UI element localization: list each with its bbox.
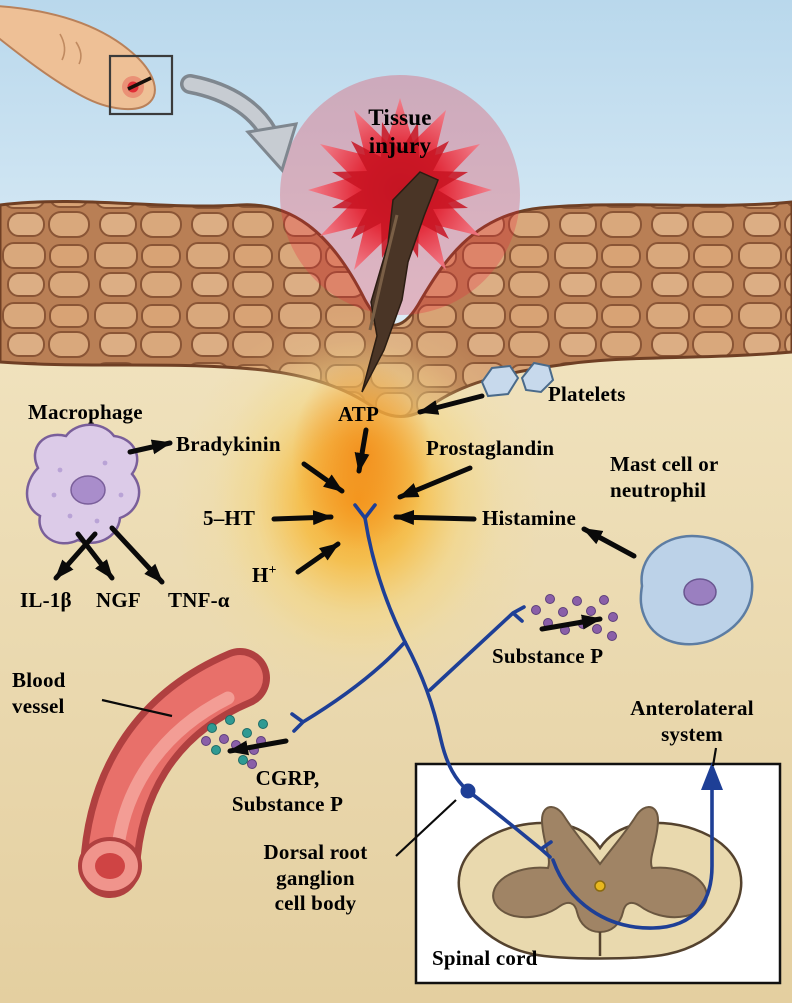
inset-box — [108, 54, 174, 116]
splinter — [361, 171, 439, 393]
arrow-macrophage-ngf — [75, 531, 115, 581]
label-substance-p: Substance P — [492, 644, 604, 668]
arrow-cgrp — [227, 738, 289, 756]
arrow-macrophage-bradykinin — [127, 439, 173, 455]
curved-arrow-icon — [180, 74, 299, 173]
pointer-blood-vessel — [101, 698, 173, 718]
label-histamine: Histamine — [482, 506, 576, 530]
arrow-mastcell-histamine — [581, 526, 637, 559]
macrophage-cell — [25, 423, 141, 545]
label-bradykinin: Bradykinin — [176, 432, 281, 456]
label-anterolateral: Anterolateral system — [630, 696, 754, 746]
finger — [0, 5, 174, 116]
label-atp: ATP — [338, 402, 380, 426]
pointer-drg — [395, 799, 457, 857]
arrow-serotonin — [271, 510, 334, 526]
mediator-arrows — [53, 393, 637, 756]
label-ngf: NGF — [96, 588, 141, 612]
mast-cell — [639, 534, 754, 646]
arrow-macrophage-tnfa — [109, 525, 165, 585]
label-tnf-a: TNF-α — [168, 588, 230, 612]
label-hydrogen-ion: H+ — [252, 562, 277, 589]
pointer-anterolateral — [711, 747, 718, 767]
nerve-fiber — [290, 503, 714, 930]
macrophage-nucleus — [70, 475, 106, 505]
label-prostaglandin: Prostaglandin — [426, 436, 555, 460]
pointer-lines — [101, 698, 718, 857]
label-mast-cell: Mast cell or neutrophil — [610, 452, 719, 502]
label-tissue-injury: Tissue injury — [368, 105, 432, 159]
hydrogen-charge: + — [268, 563, 277, 578]
central-canal — [594, 880, 606, 892]
arrow-hydrogen — [295, 541, 341, 575]
arrow-substance-p — [539, 614, 603, 632]
finger-splinter — [127, 76, 152, 91]
platelets-cells — [480, 361, 555, 398]
drg-cell-body — [460, 783, 476, 799]
label-blood-vessel: Blood vessel — [12, 668, 66, 718]
arrow-macrophage-il1b — [53, 531, 98, 581]
blood-vessel — [78, 648, 270, 898]
hydrogen-symbol: H — [252, 563, 269, 587]
label-il-1b: IL-1β — [20, 588, 72, 612]
mast-cell-nucleus — [683, 578, 717, 606]
label-platelets: Platelets — [548, 382, 626, 406]
arrow-histamine — [393, 509, 477, 525]
anterolateral-arrowhead — [701, 762, 723, 790]
label-spinal-cord: Spinal cord — [432, 946, 538, 970]
arrow-prostaglandin — [397, 465, 473, 500]
arrow-bradykinin — [301, 461, 345, 494]
label-cgrp: CGRP, Substance P — [231, 766, 344, 816]
label-macrophage: Macrophage — [28, 400, 143, 424]
injury-glow — [173, 310, 543, 700]
anterolateral-pathway — [551, 784, 714, 930]
arrow-platelets-atp — [417, 393, 485, 415]
label-drg: Dorsal root ganglion cell body — [263, 840, 368, 916]
label-serotonin: 5–HT — [203, 506, 256, 530]
arrow-atp — [354, 427, 370, 474]
